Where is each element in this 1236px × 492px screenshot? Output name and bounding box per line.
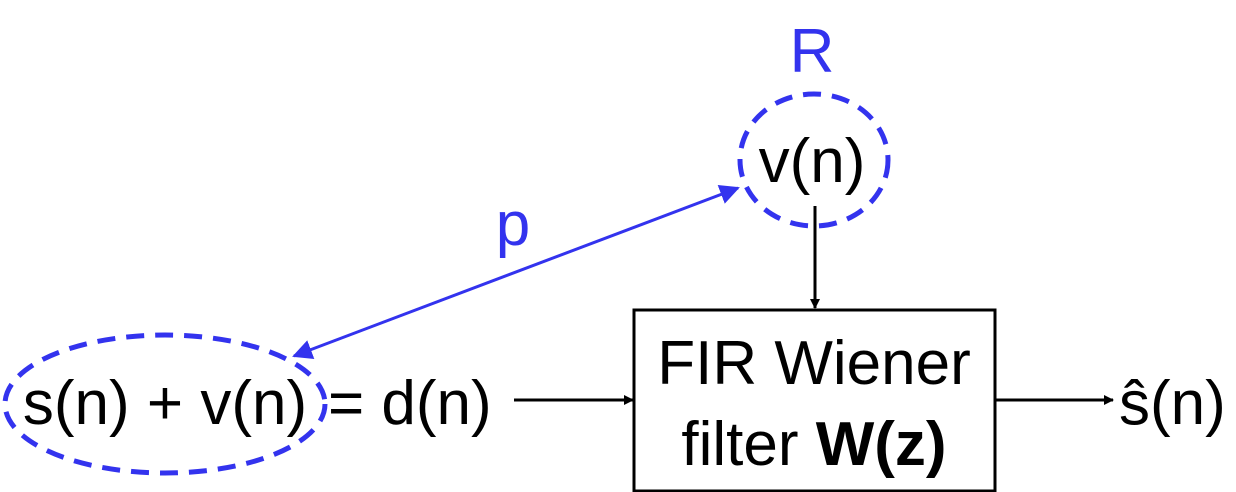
input-ellipse [2, 332, 328, 476]
transfer-function-label: W(z) [816, 410, 947, 479]
filter-word: filter [681, 410, 815, 479]
filter-title-line2: filter W(z) [681, 410, 946, 479]
noise-label: v(n) [759, 127, 866, 196]
filter-box [632, 308, 997, 492]
cross-correlation-label-p: p [496, 190, 530, 259]
desired-signal-label: = d(n) [328, 369, 492, 438]
noise-ellipse [737, 91, 891, 229]
filter-title-line1: FIR Wiener [657, 329, 970, 398]
output-estimate-label: ŝ(n) [1119, 369, 1226, 438]
cross-correlation-arrow [292, 185, 740, 359]
signal-plus-noise-label: s(n) + v(n) [23, 369, 307, 438]
autocorrelation-label-R: R [790, 17, 835, 86]
